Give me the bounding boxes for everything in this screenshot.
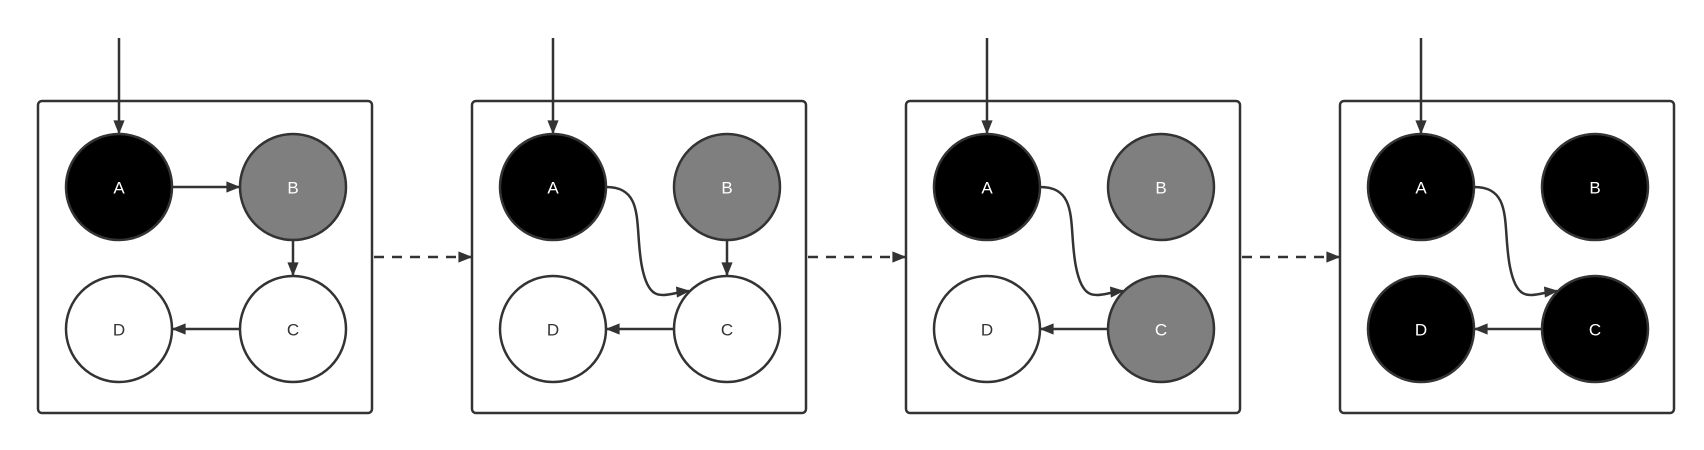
node-c: C: [238, 274, 348, 384]
node-circle: [498, 132, 608, 242]
node-a: A: [932, 132, 1042, 242]
node-circle: [672, 132, 782, 242]
panel-3: A B D C: [904, 38, 1242, 415]
node-label: B: [1589, 179, 1600, 198]
node-c: C: [1540, 274, 1650, 384]
node-c: C: [1106, 274, 1216, 384]
node-label: D: [981, 321, 993, 340]
node-circle: [498, 274, 608, 384]
edge-a-to-c: [1039, 185, 1125, 298]
node-circle: [1366, 132, 1476, 242]
node-d: D: [932, 274, 1042, 384]
node-b: B: [672, 132, 782, 242]
node-b: B: [238, 132, 348, 242]
node-b: B: [1540, 132, 1650, 242]
node-label: C: [1589, 321, 1601, 340]
node-label: B: [1155, 179, 1166, 198]
node-label: C: [287, 321, 299, 340]
node-circle: [1106, 132, 1216, 242]
node-circle: [1366, 274, 1476, 384]
node-circle: [238, 132, 348, 242]
node-c: C: [672, 274, 782, 384]
node-circle: [1540, 274, 1650, 384]
node-label: D: [547, 321, 559, 340]
node-a: A: [64, 132, 174, 242]
node-circle: [672, 274, 782, 384]
node-label: D: [1415, 321, 1427, 340]
node-d: D: [498, 274, 608, 384]
node-d: D: [64, 274, 174, 384]
node-label: B: [287, 179, 298, 198]
node-circle: [1106, 274, 1216, 384]
node-circle: [932, 274, 1042, 384]
node-label: D: [113, 321, 125, 340]
edge-a-to-c: [605, 185, 691, 298]
edge-a-to-c: [1473, 185, 1559, 298]
node-circle: [64, 132, 174, 242]
panel-1: A B D C: [36, 38, 374, 415]
node-d: D: [1366, 274, 1476, 384]
node-label: B: [721, 179, 732, 198]
node-circle: [64, 274, 174, 384]
panel-frame: [36, 99, 374, 415]
node-label: A: [981, 179, 993, 198]
node-label: A: [1415, 179, 1427, 198]
node-a: A: [1366, 132, 1476, 242]
node-label: C: [1155, 321, 1167, 340]
panel-2: A B D C: [470, 38, 808, 415]
panel-4: A B D C: [1338, 38, 1676, 415]
node-label: C: [721, 321, 733, 340]
node-circle: [932, 132, 1042, 242]
node-a: A: [498, 132, 608, 242]
node-label: A: [113, 179, 125, 198]
node-circle: [238, 274, 348, 384]
node-b: B: [1106, 132, 1216, 242]
node-circle: [1540, 132, 1650, 242]
node-label: A: [547, 179, 559, 198]
